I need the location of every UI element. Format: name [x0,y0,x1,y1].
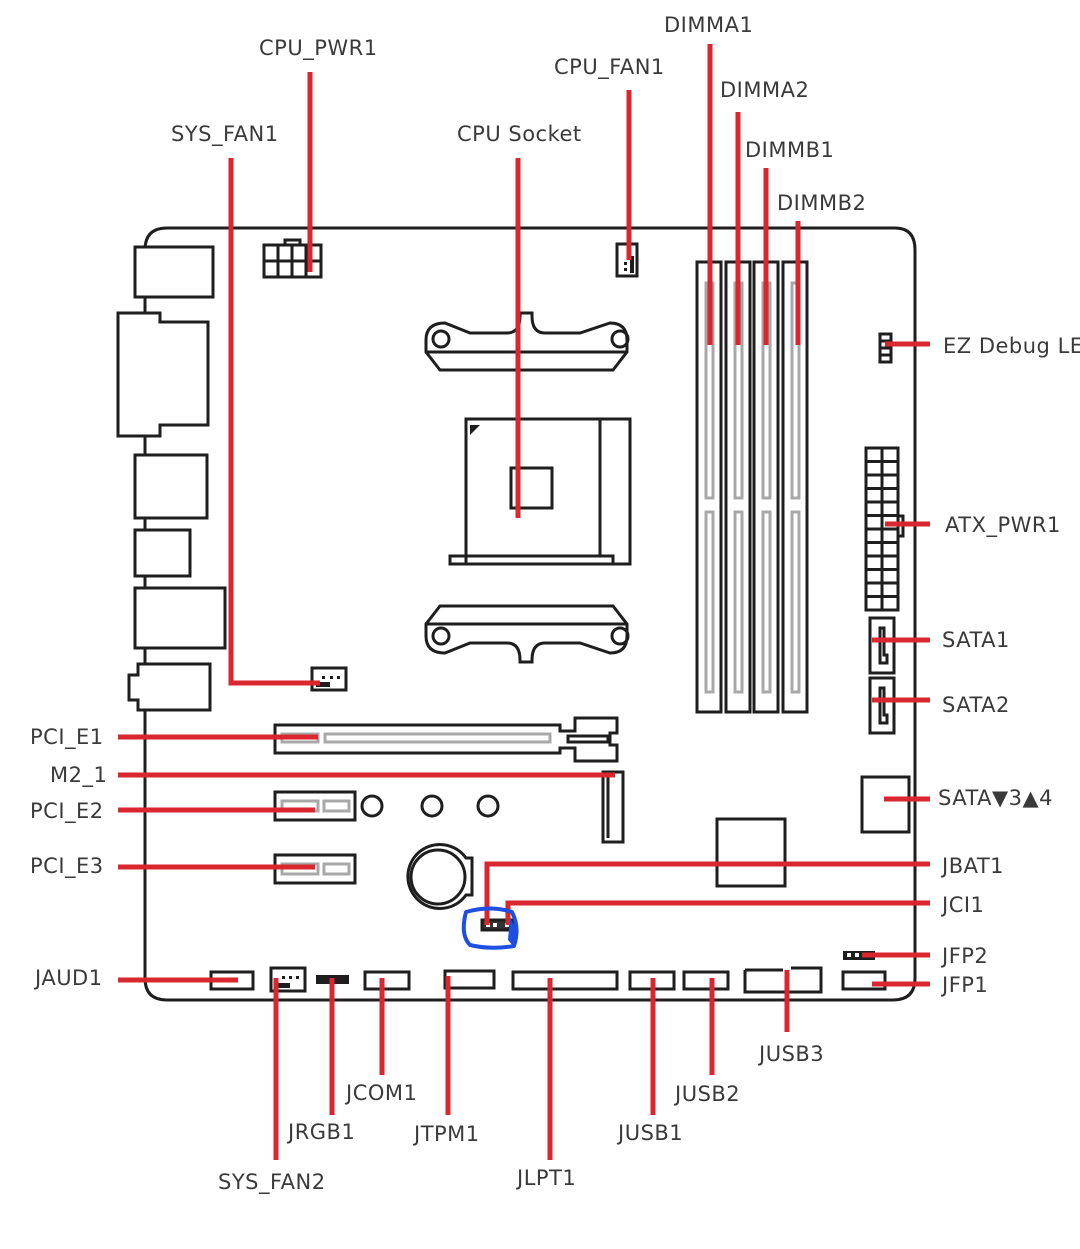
dimm-slots [695,260,809,714]
m2-slot [601,770,625,844]
leader-jbat1 [484,861,930,925]
leader-jci1 [505,900,930,925]
label-jusb1: JUSB1 [618,1121,684,1145]
hand-drawn-highlight-circle [461,906,519,950]
rear-io-ports [116,245,227,712]
label-dimmb2: DIMMB2 [777,191,867,215]
label-sata1: SATA1 [942,628,1010,652]
label-ez-debug-led: EZ Debug LE [943,334,1080,358]
label-jfp2: JFP2 [942,944,989,968]
label-dimma2: DIMMA2 [720,78,810,102]
label-atx-pwr1: ATX_PWR1 [945,513,1061,537]
sata-ports [860,616,911,834]
leader-lines [118,44,930,1160]
pcie-slots [273,716,619,885]
cpu-socket [424,311,632,664]
cmos-battery [406,843,474,910]
label-dimmb1: DIMMB1 [745,138,835,162]
label-m2-1: M2_1 [50,763,108,787]
label-pci-e2: PCI_E2 [30,799,104,823]
label-jbat1: JBAT1 [942,854,1005,878]
label-jusb2: JUSB2 [675,1082,741,1106]
board-outline [143,226,917,1002]
label-jtpm1: JTPM1 [414,1122,480,1146]
label-cpu-fan1: CPU_FAN1 [554,55,665,79]
label-sata2: SATA2 [942,693,1010,717]
label-cpu-socket: CPU Socket [457,122,582,146]
ez-debug-led [878,332,893,364]
label-jci1: JCI1 [942,893,985,917]
label-cpu-pwr1: CPU_PWR1 [259,36,378,60]
label-pci-e1: PCI_E1 [30,725,104,749]
label-jrgb1: JRGB1 [288,1120,356,1144]
bottom-headers [209,966,823,994]
label-pci-e3: PCI_E3 [30,854,104,878]
label-jfp1: JFP1 [942,973,989,997]
label-jaud1: JAUD1 [35,966,103,990]
label-jusb3: JUSB3 [759,1042,825,1066]
label-sata34: SATA▼3▲4 [938,786,1054,810]
label-sys-fan2: SYS_FAN2 [218,1170,326,1194]
sys-fan1-header [310,666,348,692]
label-jcom1: JCOM1 [346,1081,418,1105]
leader-sys-fan1 [228,158,320,686]
atx-pwr1-connector [864,446,905,612]
label-jlpt1: JLPT1 [517,1166,577,1190]
chipset [715,817,787,888]
label-dimma1: DIMMA1 [664,13,754,37]
label-sys-fan1: SYS_FAN1 [171,122,279,146]
